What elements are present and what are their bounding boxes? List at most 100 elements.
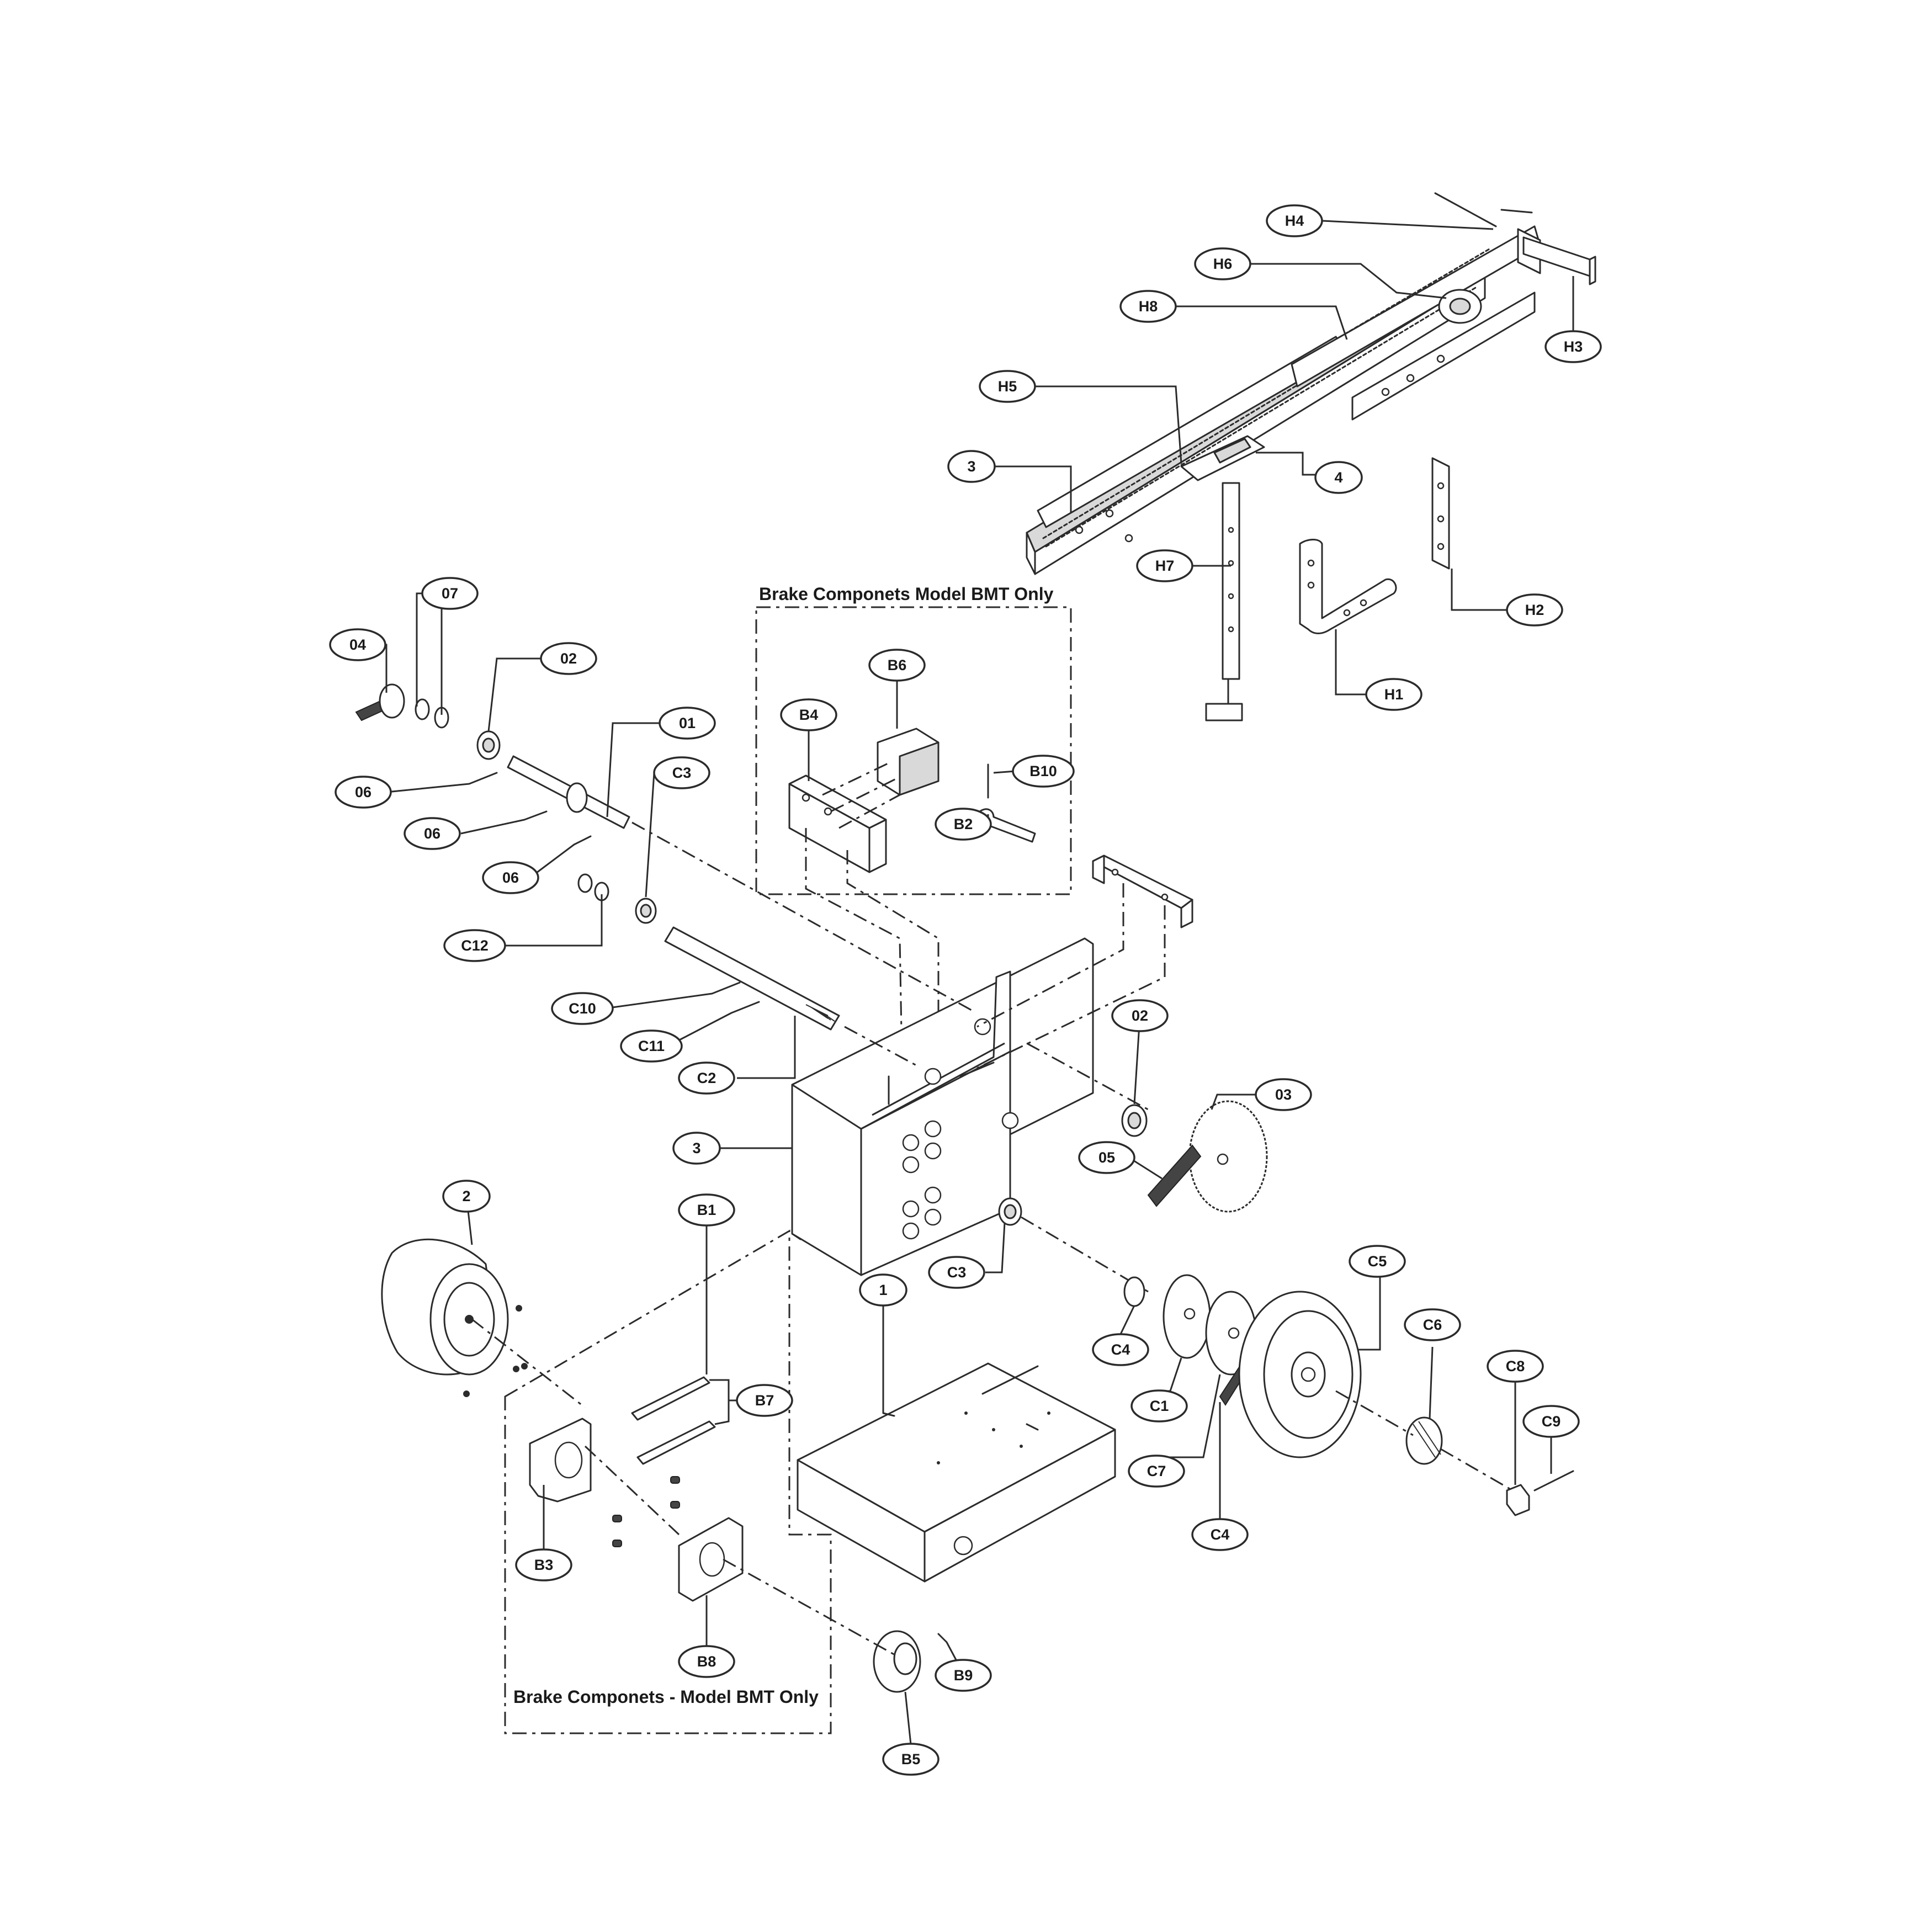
svg-text:3: 3 bbox=[967, 458, 975, 475]
callout-B10: B10 bbox=[1012, 755, 1075, 788]
callout-B5: B5 bbox=[882, 1743, 940, 1776]
svg-text:B10: B10 bbox=[1029, 763, 1057, 779]
svg-text:02: 02 bbox=[1132, 1007, 1148, 1024]
svg-text:C11: C11 bbox=[638, 1038, 665, 1054]
svg-text:B3: B3 bbox=[534, 1557, 554, 1573]
callout-C4-top: C4 bbox=[1092, 1333, 1149, 1366]
callout-B3: B3 bbox=[515, 1548, 572, 1581]
svg-text:C4: C4 bbox=[1111, 1341, 1130, 1358]
svg-text:B4: B4 bbox=[799, 707, 819, 723]
svg-text:05: 05 bbox=[1098, 1149, 1115, 1166]
svg-text:C4: C4 bbox=[1211, 1526, 1230, 1543]
motor bbox=[381, 1238, 586, 1409]
svg-text:C8: C8 bbox=[1506, 1358, 1525, 1374]
callout-C10: C10 bbox=[551, 992, 614, 1025]
callout-02-right: 02 bbox=[1111, 999, 1169, 1032]
callout-C1: C1 bbox=[1130, 1389, 1188, 1423]
callout-03: 03 bbox=[1255, 1078, 1312, 1111]
svg-text:H7: H7 bbox=[1155, 558, 1175, 574]
svg-text:B7: B7 bbox=[755, 1392, 774, 1409]
svg-text:C6: C6 bbox=[1423, 1317, 1442, 1333]
lower-brake-box-title: Brake Componets - Model BMT Only bbox=[513, 1687, 819, 1707]
callout-B4: B4 bbox=[780, 698, 837, 731]
callout-3-frame: 3 bbox=[672, 1132, 721, 1165]
callout-B6: B6 bbox=[868, 649, 926, 682]
svg-text:H4: H4 bbox=[1285, 213, 1304, 229]
svg-text:B1: B1 bbox=[697, 1202, 716, 1218]
svg-text:C2: C2 bbox=[697, 1070, 716, 1086]
callout-05: 05 bbox=[1078, 1141, 1135, 1174]
callout-H5: H5 bbox=[979, 370, 1036, 403]
main-frame bbox=[791, 854, 1193, 1276]
svg-text:06: 06 bbox=[355, 784, 371, 800]
svg-text:B2: B2 bbox=[954, 816, 973, 832]
drive-sprocket bbox=[1121, 1100, 1268, 1213]
svg-text:C10: C10 bbox=[569, 1000, 596, 1017]
svg-text:1: 1 bbox=[879, 1282, 887, 1298]
svg-text:B5: B5 bbox=[901, 1751, 921, 1768]
callout-C6: C6 bbox=[1404, 1308, 1461, 1341]
callout-B8: B8 bbox=[678, 1645, 735, 1678]
callout-C2: C2 bbox=[678, 1061, 735, 1095]
callout-H4: H4 bbox=[1266, 204, 1323, 237]
svg-text:B8: B8 bbox=[697, 1653, 716, 1670]
svg-text:H1: H1 bbox=[1384, 686, 1404, 703]
svg-text:C3: C3 bbox=[672, 765, 692, 781]
svg-text:H6: H6 bbox=[1213, 256, 1233, 272]
drive-train bbox=[998, 1197, 1574, 1516]
lower-brake-box: Brake Componets - Model BMT Only bbox=[504, 1229, 948, 1734]
shaft-parts bbox=[355, 683, 1149, 1111]
callout-B9: B9 bbox=[935, 1659, 992, 1692]
svg-text:C3: C3 bbox=[947, 1264, 967, 1281]
callouts: H4 H6 H3 H8 H5 3 4 H7 H2 H1 07 04 02 01 … bbox=[329, 204, 1602, 1776]
svg-text:C5: C5 bbox=[1368, 1253, 1387, 1270]
callout-C9: C9 bbox=[1522, 1405, 1580, 1438]
callout-H7: H7 bbox=[1136, 549, 1193, 582]
callout-4: 4 bbox=[1314, 461, 1363, 494]
callout-06-c: 06 bbox=[482, 861, 539, 894]
svg-text:H2: H2 bbox=[1525, 602, 1544, 618]
svg-text:3: 3 bbox=[692, 1140, 700, 1156]
svg-text:B6: B6 bbox=[888, 657, 907, 673]
svg-text:02: 02 bbox=[560, 650, 577, 667]
callout-07: 07 bbox=[421, 577, 479, 610]
callout-04: 04 bbox=[329, 628, 386, 661]
upper-brake-box: Brake Componets Model BMT Only bbox=[755, 584, 1072, 1098]
svg-text:4: 4 bbox=[1334, 469, 1342, 486]
svg-text:H8: H8 bbox=[1139, 298, 1158, 315]
callout-06-b: 06 bbox=[404, 817, 461, 850]
callout-B1: B1 bbox=[678, 1193, 735, 1227]
svg-text:C7: C7 bbox=[1147, 1463, 1166, 1479]
svg-text:07: 07 bbox=[442, 585, 458, 602]
svg-text:04: 04 bbox=[349, 636, 366, 653]
callout-C3-bottom: C3 bbox=[928, 1256, 985, 1289]
svg-text:2: 2 bbox=[462, 1188, 470, 1204]
callout-C4-bottom: C4 bbox=[1191, 1518, 1249, 1551]
callout-06-a: 06 bbox=[335, 776, 392, 809]
callout-02-top: 02 bbox=[540, 642, 597, 675]
callout-B2: B2 bbox=[935, 808, 992, 841]
callout-H2: H2 bbox=[1506, 593, 1563, 627]
rail-assembly bbox=[1026, 192, 1596, 721]
callout-2-motor: 2 bbox=[442, 1180, 491, 1213]
svg-text:C1: C1 bbox=[1150, 1398, 1169, 1414]
callout-C12: C12 bbox=[443, 929, 506, 962]
svg-text:H5: H5 bbox=[998, 378, 1017, 395]
svg-text:01: 01 bbox=[679, 715, 696, 731]
callout-C3-top: C3 bbox=[653, 756, 710, 789]
callout-B7: B7 bbox=[736, 1384, 793, 1417]
callout-C5: C5 bbox=[1349, 1245, 1406, 1278]
callout-C8: C8 bbox=[1487, 1350, 1544, 1383]
callout-H8: H8 bbox=[1119, 290, 1177, 323]
svg-text:06: 06 bbox=[424, 825, 440, 842]
housing bbox=[797, 1362, 1116, 1583]
callout-C11: C11 bbox=[620, 1029, 683, 1063]
callout-H3: H3 bbox=[1544, 330, 1602, 363]
svg-text:03: 03 bbox=[1275, 1086, 1292, 1103]
callout-3-rail: 3 bbox=[947, 450, 996, 483]
svg-text:06: 06 bbox=[502, 869, 519, 886]
callout-H1: H1 bbox=[1365, 678, 1423, 711]
svg-text:C12: C12 bbox=[461, 937, 489, 954]
svg-text:C9: C9 bbox=[1542, 1413, 1561, 1430]
